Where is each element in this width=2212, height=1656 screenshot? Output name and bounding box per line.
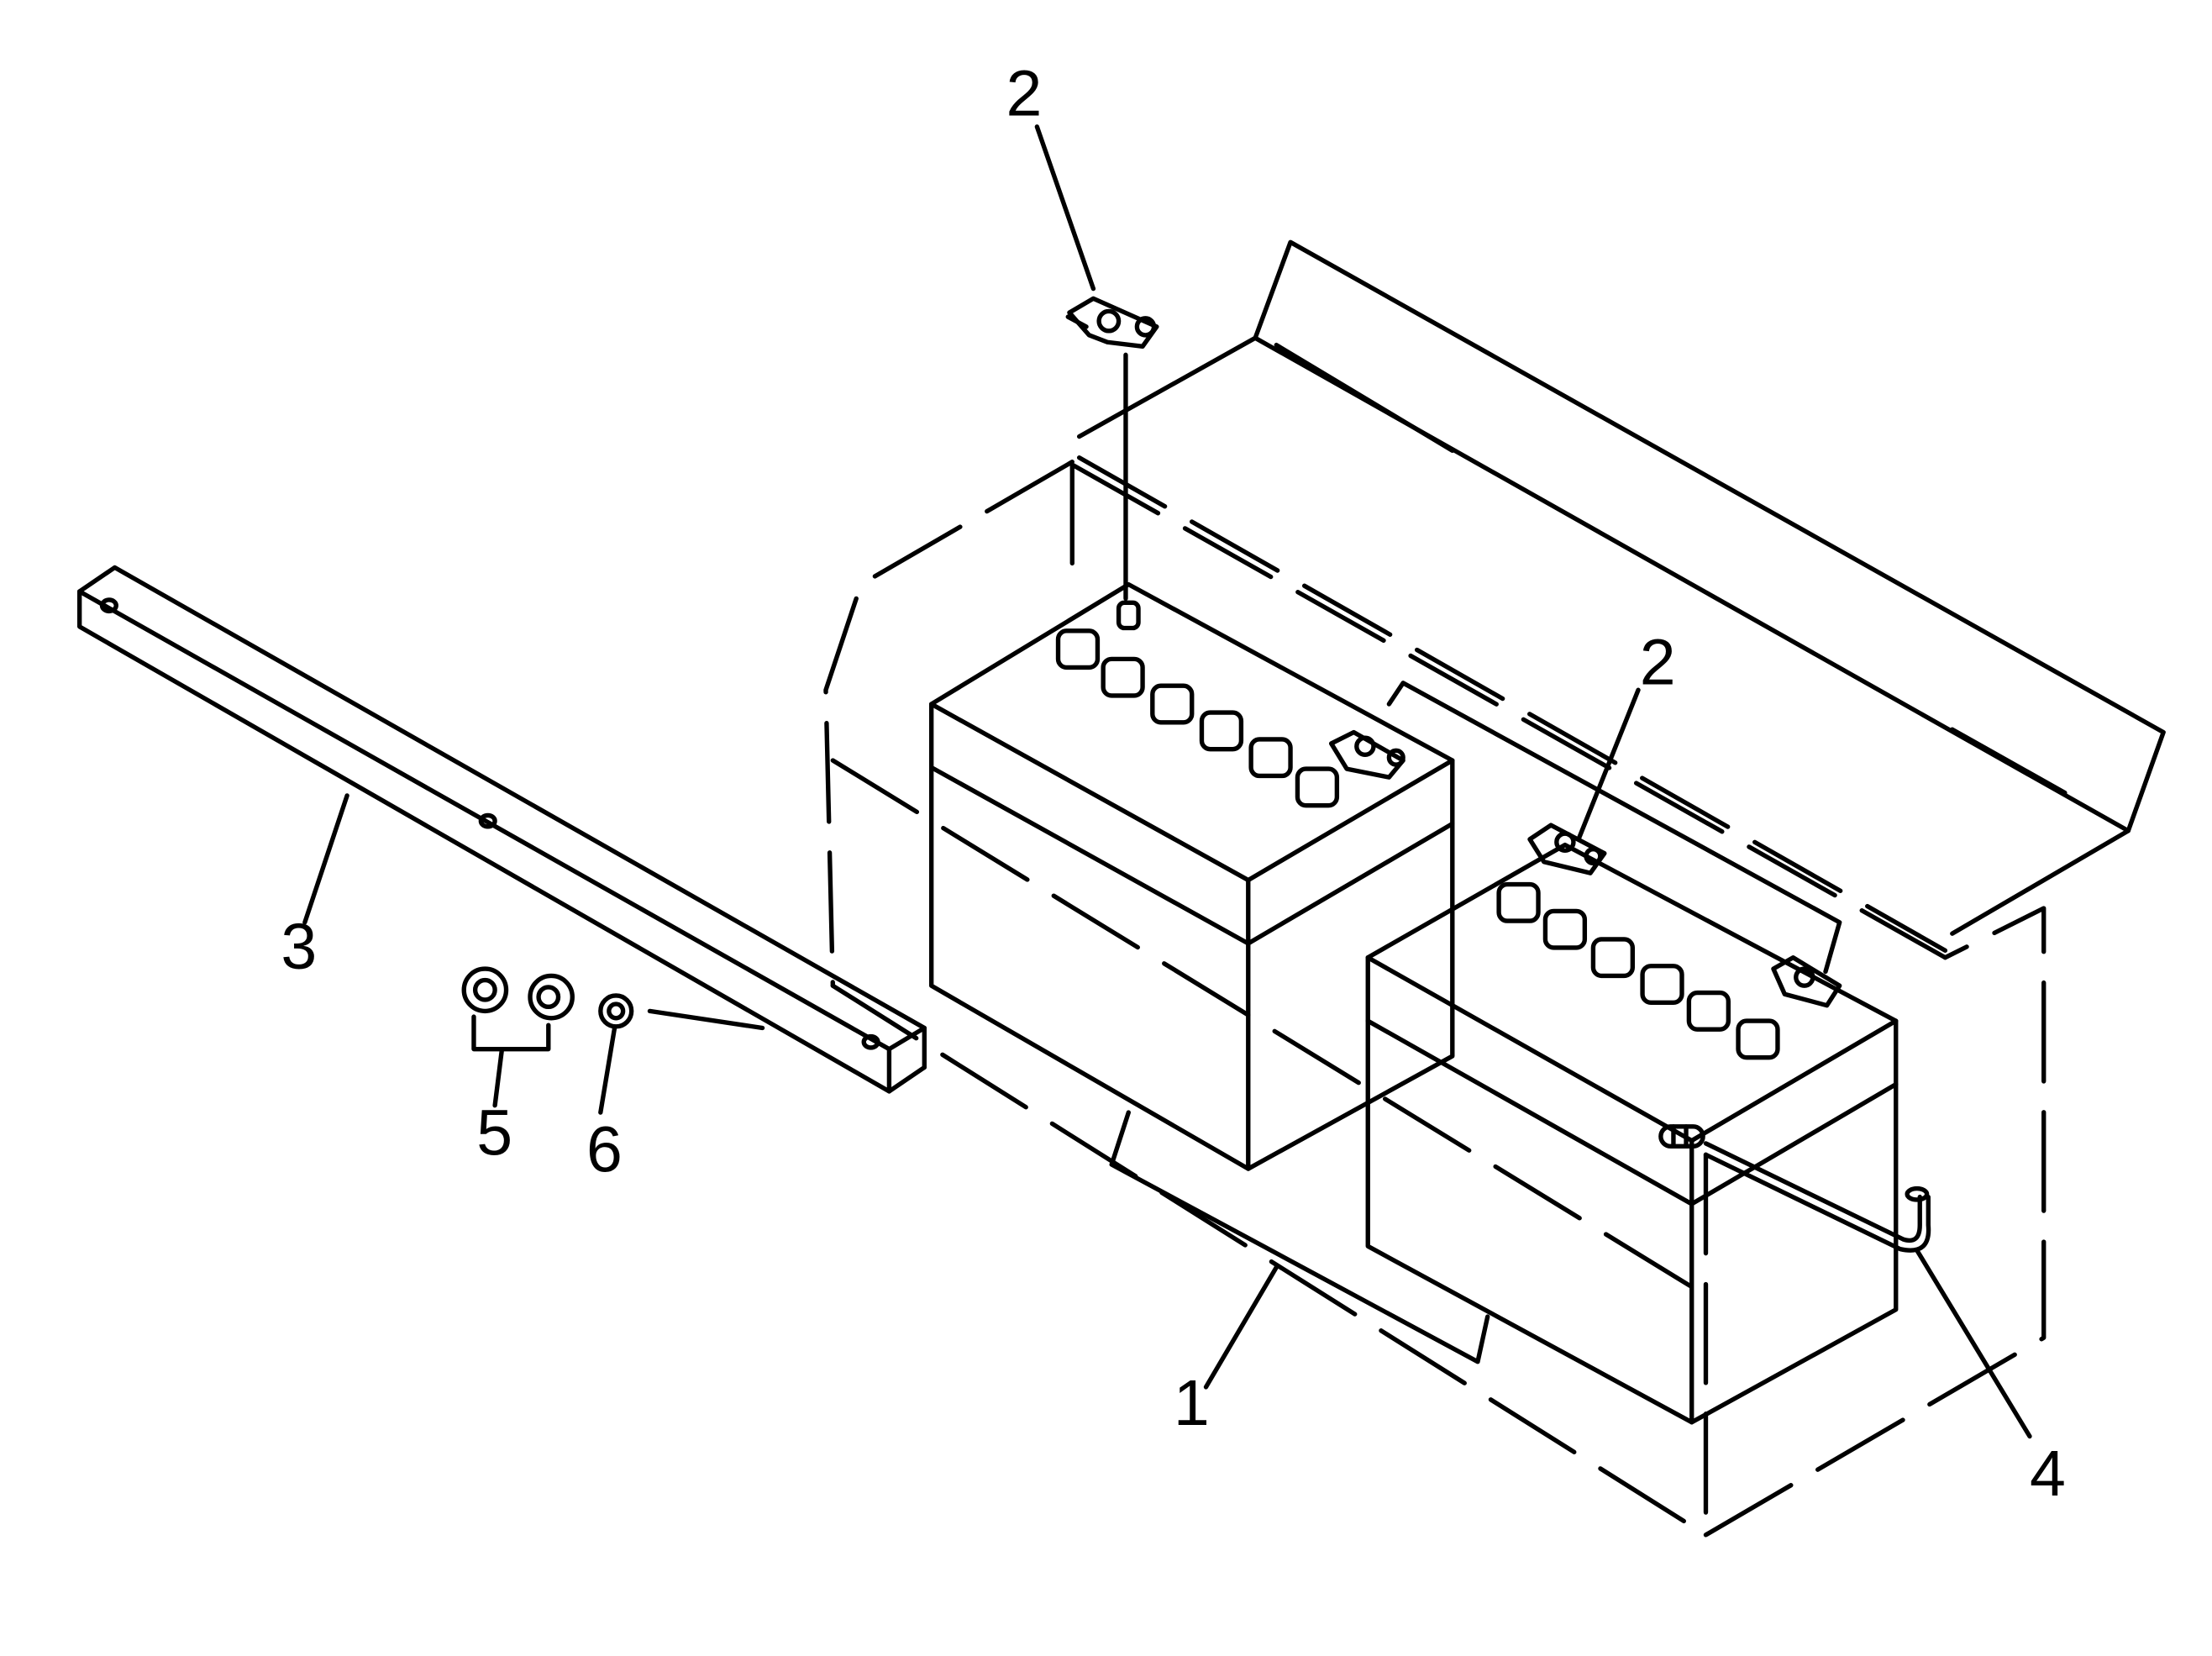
terminal-clamp-exploded bbox=[1065, 296, 1159, 601]
callout-2-right: 2 bbox=[1640, 627, 1676, 699]
battery-left-cell-caps bbox=[1055, 600, 1340, 808]
battery-right-terminal-clamp-negative bbox=[1771, 955, 1842, 1008]
callout-1: 1 bbox=[1174, 1367, 1210, 1439]
battery-vent-plug bbox=[1658, 1124, 1705, 1149]
callout-4: 4 bbox=[2030, 1438, 2066, 1510]
battery-right bbox=[1365, 823, 1899, 1425]
nut-left bbox=[461, 966, 509, 1014]
callout-6: 6 bbox=[586, 1113, 623, 1185]
washer bbox=[598, 993, 634, 1029]
battery-left bbox=[928, 581, 1455, 1171]
breather-tube bbox=[1703, 1141, 1931, 1253]
callout-labels: 2 2 3 5 6 1 4 bbox=[281, 57, 2065, 1510]
battery-connector-link bbox=[1386, 681, 1842, 975]
leader-lines bbox=[302, 124, 2032, 1439]
callout-5: 5 bbox=[476, 1096, 512, 1169]
nut-right bbox=[528, 973, 575, 1021]
hold-down-bar bbox=[76, 565, 927, 1094]
battery-box-frame bbox=[823, 460, 2046, 1538]
callout-2-top: 2 bbox=[1006, 57, 1043, 129]
battery-right-terminal-clamp-positive bbox=[1527, 823, 1607, 875]
battery-cover-plate bbox=[1076, 239, 2166, 953]
callout-3: 3 bbox=[281, 911, 317, 983]
battery-right-cell-caps bbox=[1496, 881, 1780, 1060]
battery-left-terminal-clamp bbox=[1328, 729, 1405, 780]
